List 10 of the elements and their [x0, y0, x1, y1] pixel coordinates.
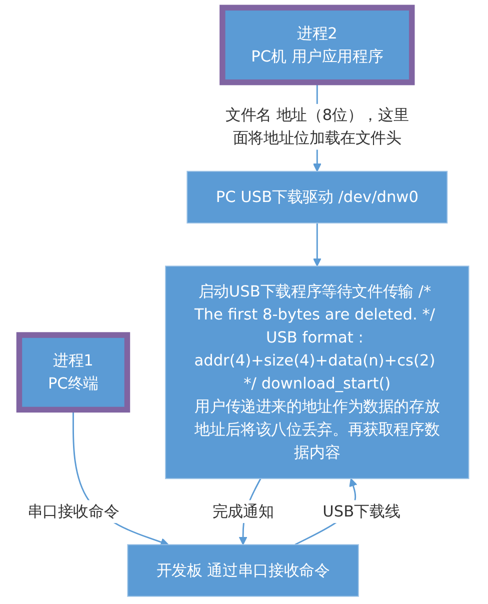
node-box: 进程1 PC终端 — [16, 332, 130, 413]
edge-label: 文件名 地址（8位），这里面将地址位加载在文件头 — [226, 106, 409, 147]
node-box: 开发板 通过串口接收命令 — [127, 544, 359, 597]
edge-label: 串口接收命令 — [27, 502, 120, 520]
edge-label: USB下载线 — [322, 502, 400, 520]
node-box: 进程2 PC机 用户应用程序 — [220, 4, 415, 86]
arrow — [312, 223, 322, 266]
edge-label: 完成通知 — [212, 502, 274, 520]
node-box: 启动USB下载程序等待文件传输 /* The first 8-bytes are deleted. */ USB format : addr(4)+size(4)+data(n)+cs(2) */ download_start() 用户传递进来的地址作为数据的存放地址后将该八位丢弃。再获取程序数据内容 — [165, 266, 470, 480]
node-box: PC USB下载驱动 /dev/dnw0 — [186, 170, 448, 224]
